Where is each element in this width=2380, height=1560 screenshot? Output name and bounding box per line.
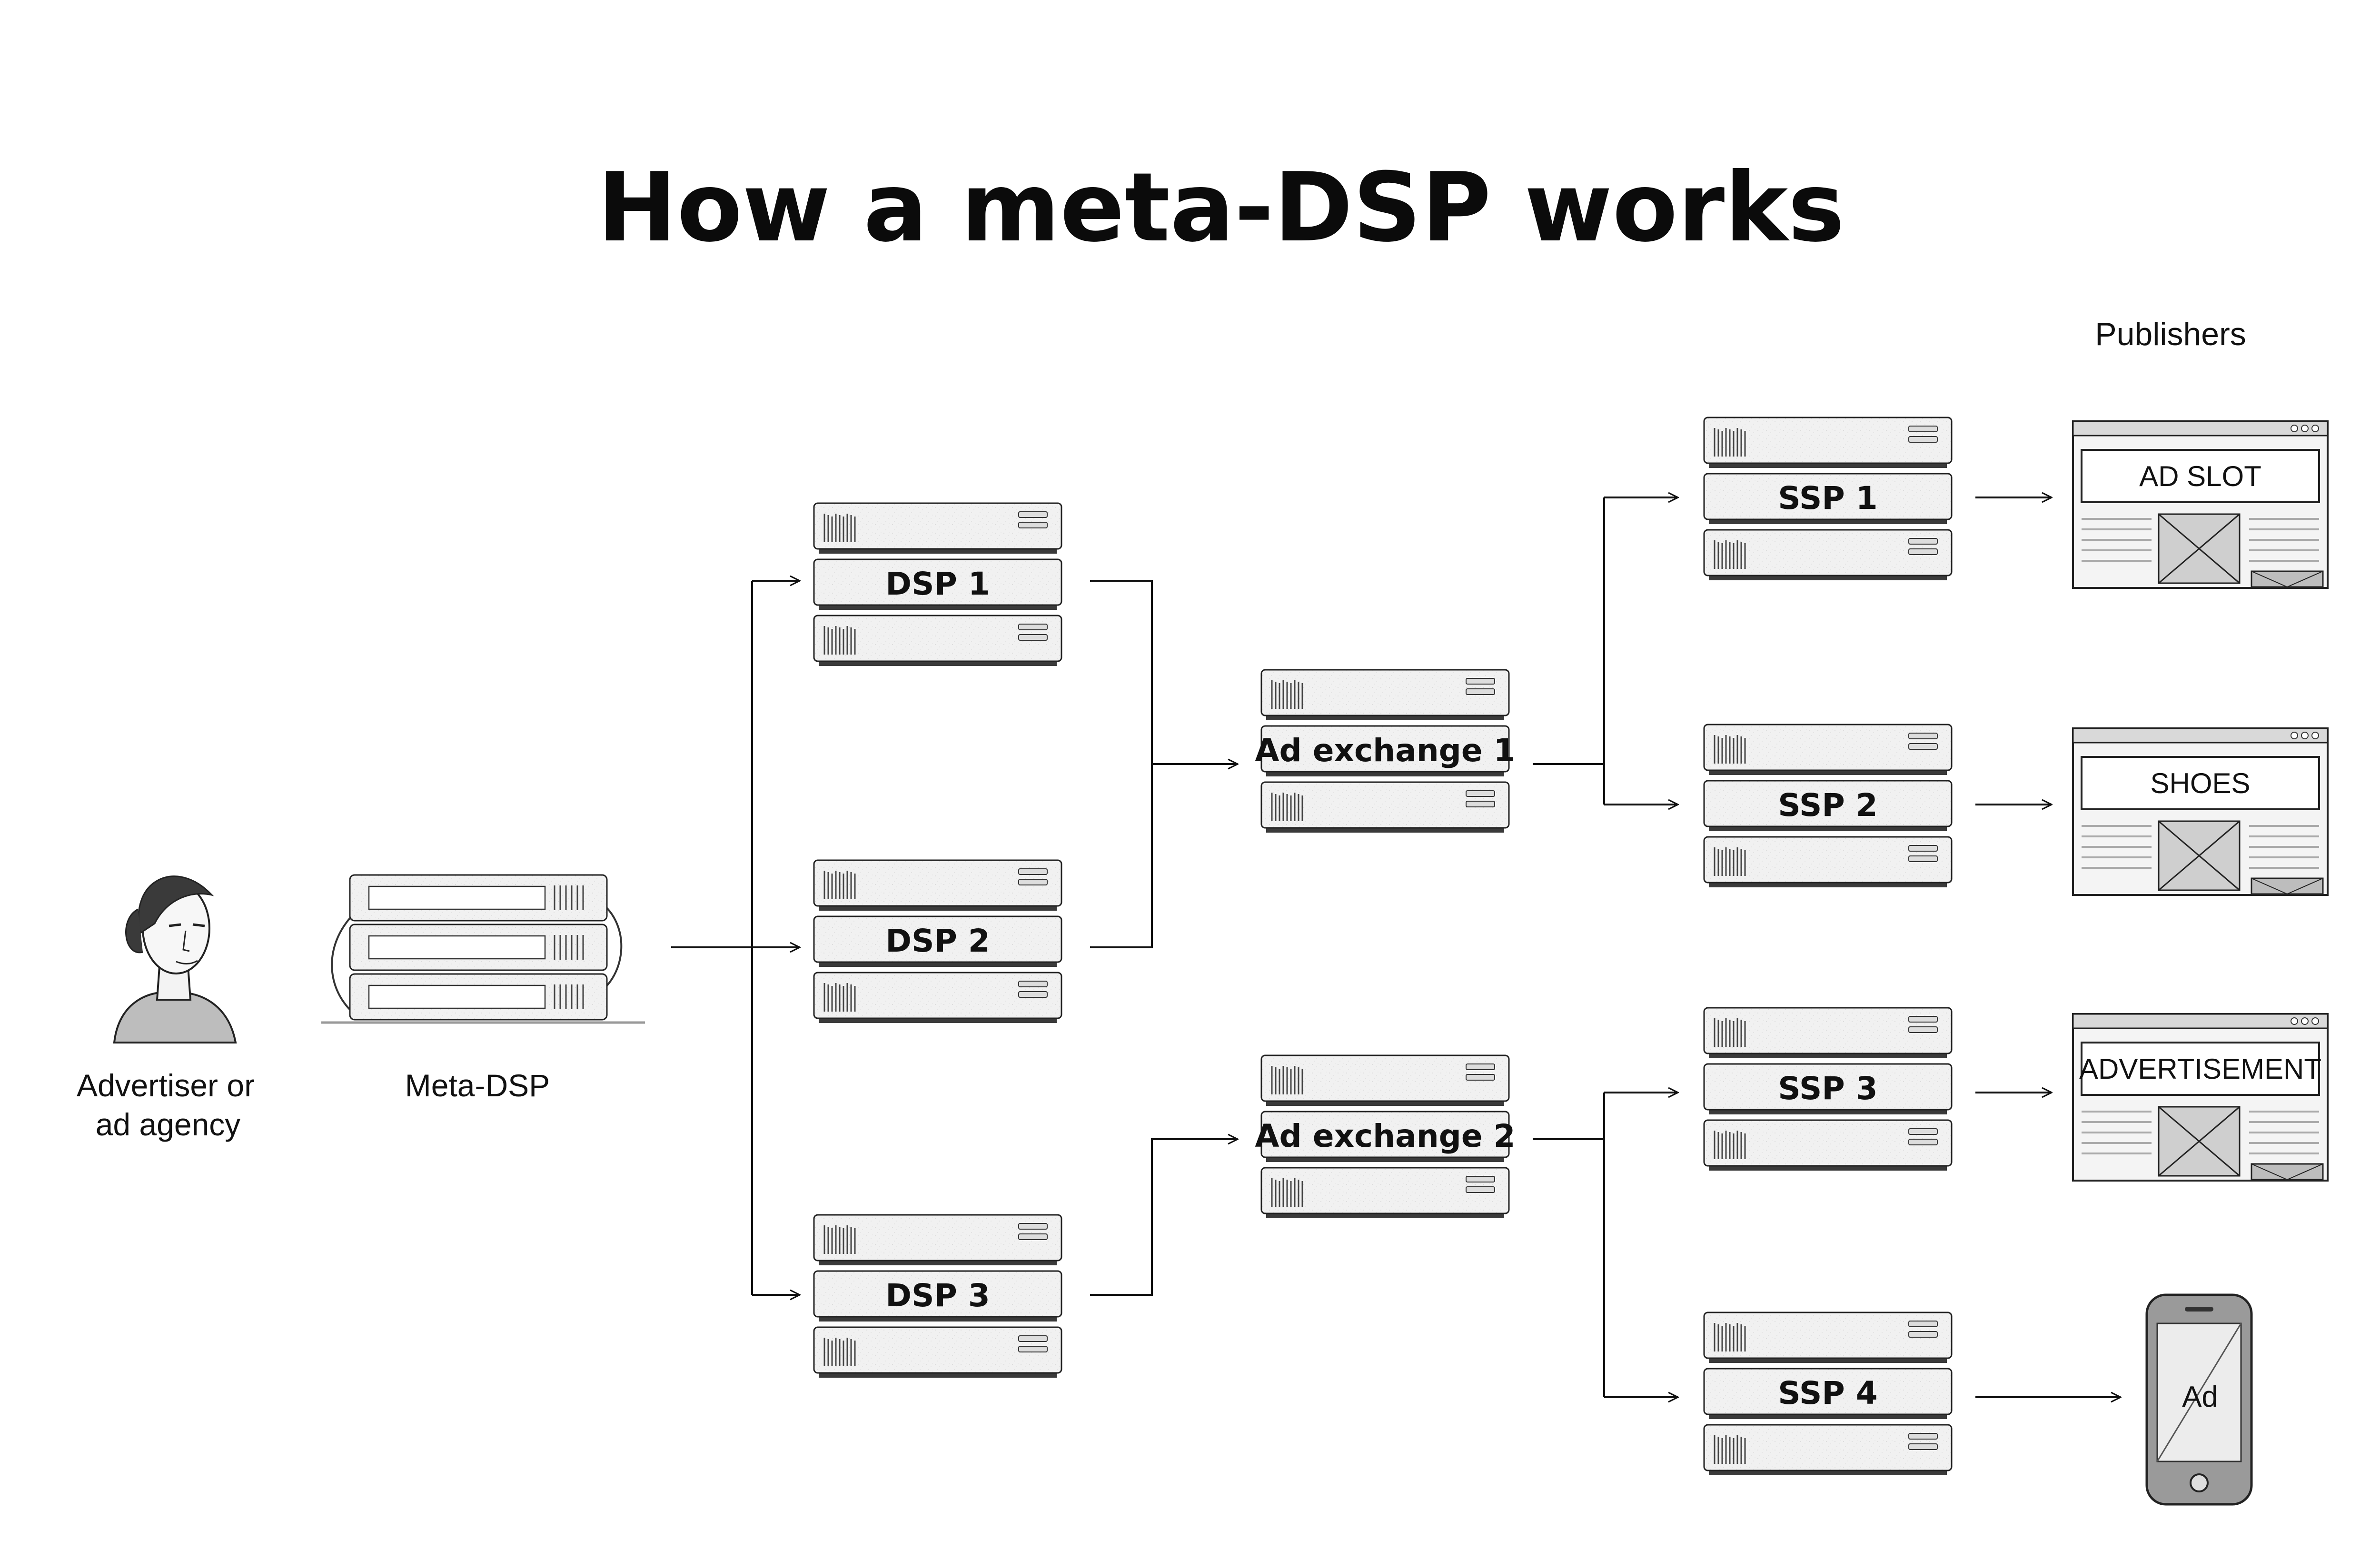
node-ssp2: SSP 2 [1703,724,1953,887]
publisher-pub2-browser-icon: SHOES [2072,727,2329,896]
connector-dsp3-to-ex2 [1090,1139,1238,1296]
node-dsp2: DSP 2 [813,859,1062,1023]
meta-dsp-label: Meta-DSP [405,1068,550,1103]
node-ssp3-label: SSP 3 [1778,1070,1877,1107]
publishers-label: Publishers [2095,316,2246,352]
advertiser-person-icon [113,875,237,1043]
node-ssp4: SSP 4 [1703,1312,1953,1475]
publisher-pub3-browser-icon: ADVERTISEMENT [2072,1013,2329,1182]
publisher-pub1-browser-icon-slot-text: AD SLOT [2139,460,2261,492]
advertiser-label-line2: ad agency [96,1107,241,1142]
node-dsp2-label: DSP 2 [885,923,990,959]
publisher-pub2-browser-icon-slot-text: SHOES [2150,767,2250,799]
node-ex1: Ad exchange 1 [1255,669,1516,833]
page-title: How a meta-DSP works [597,152,1845,263]
publisher-pub1-browser-icon: AD SLOT [2072,420,2329,589]
node-ssp1-label: SSP 1 [1778,480,1877,517]
publisher-pub4-phone-icon: Ad [2145,1293,2253,1506]
connector-lines [671,497,2121,1397]
node-dsp3-label: DSP 3 [885,1277,990,1314]
node-dsp1: DSP 1 [813,502,1062,666]
meta-dsp-server-stack-icon [321,874,645,1024]
node-ex2: Ad exchange 2 [1255,1054,1516,1218]
node-ex2-label: Ad exchange 2 [1255,1118,1515,1154]
connector-dsp1-out [1090,580,1153,948]
node-dsp3: DSP 3 [813,1214,1062,1378]
node-ssp4-label: SSP 4 [1778,1375,1877,1411]
node-dsp1-label: DSP 1 [885,566,990,602]
node-ssp2-label: SSP 2 [1778,787,1877,824]
publisher-pub3-browser-icon-slot-text: ADVERTISEMENT [2079,1053,2321,1085]
diagram-nodes: DSP 1 DSP 2 DSP 3 Ad exchange 1 Ad exchange … [113,417,2329,1506]
node-ssp3: SSP 3 [1703,1007,1953,1171]
advertiser-label-line1: Advertiser or [77,1068,255,1103]
node-ssp1: SSP 1 [1703,417,1953,580]
publisher-pub4-phone-icon-slot-text: Ad [2182,1381,2218,1413]
node-ex1-label: Ad exchange 1 [1255,732,1515,769]
